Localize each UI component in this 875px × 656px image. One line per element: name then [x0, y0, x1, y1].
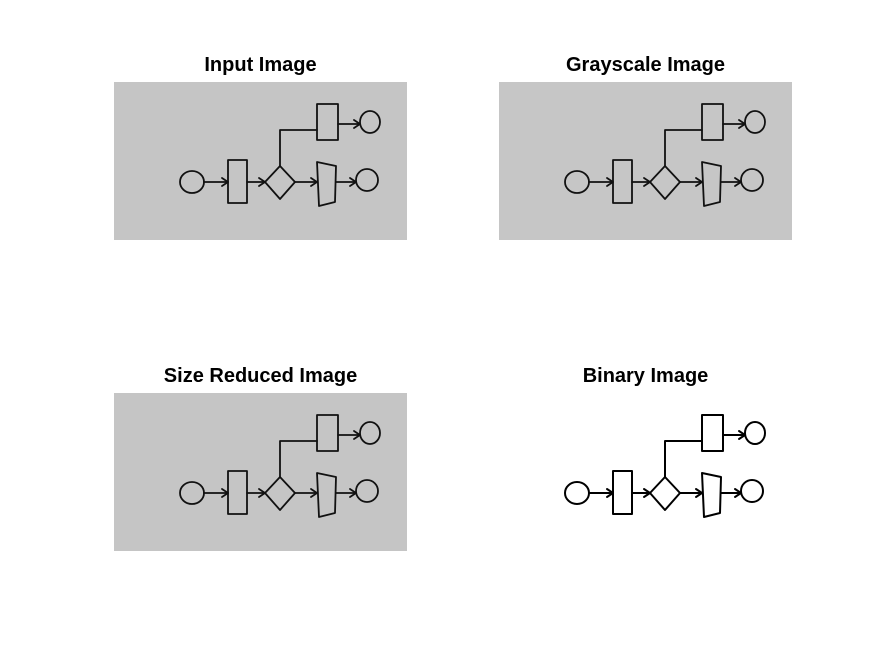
- upper-end-circle: [744, 421, 766, 445]
- decision-diamond: [264, 476, 296, 511]
- upper-box: [316, 103, 339, 141]
- panel-title-input: Input Image: [204, 54, 317, 76]
- upper-end-circle: [359, 421, 381, 445]
- upper-end-circle: [359, 110, 381, 134]
- panel-title-grayscale: Grayscale Image: [566, 54, 725, 76]
- manual-operation-shape: [316, 472, 337, 518]
- branch-line-up: [279, 129, 318, 167]
- manual-operation-shape: [701, 472, 722, 518]
- lower-end-circle: [355, 479, 379, 503]
- upper-box: [701, 414, 724, 452]
- panel-title-binary: Binary Image: [582, 365, 709, 387]
- manual-operation-shape: [316, 161, 337, 207]
- flowchart-binary: [499, 393, 792, 551]
- decision-diamond: [264, 165, 296, 200]
- paper-background: [114, 393, 407, 551]
- grayscale-image: [499, 82, 792, 240]
- paper-background: [499, 82, 792, 240]
- arrowhead-icon: [310, 177, 318, 187]
- binary-image: [499, 393, 792, 551]
- flowchart-sketch: [499, 82, 792, 240]
- flowchart-sketch: [114, 82, 407, 240]
- branch-line-up: [664, 440, 703, 478]
- paper-background: [114, 82, 407, 240]
- lower-end-circle: [740, 479, 764, 503]
- manual-operation-shape: [701, 161, 722, 207]
- binary-background: [499, 393, 792, 551]
- panel-title-size-reduced: Size Reduced Image: [163, 365, 358, 387]
- arrowhead-icon: [695, 177, 703, 187]
- input-image: [114, 82, 407, 240]
- upper-end-circle: [744, 110, 766, 134]
- size-reduced-image: [114, 393, 407, 551]
- decision-diamond: [649, 476, 681, 511]
- lower-end-circle: [740, 168, 764, 192]
- decision-diamond: [649, 165, 681, 200]
- upper-box: [316, 414, 339, 452]
- lower-end-circle: [355, 168, 379, 192]
- flowchart-sketch: [114, 393, 407, 551]
- arrowhead-icon: [310, 488, 318, 498]
- branch-line-up: [279, 440, 318, 478]
- branch-line-up: [664, 129, 703, 167]
- upper-box: [701, 103, 724, 141]
